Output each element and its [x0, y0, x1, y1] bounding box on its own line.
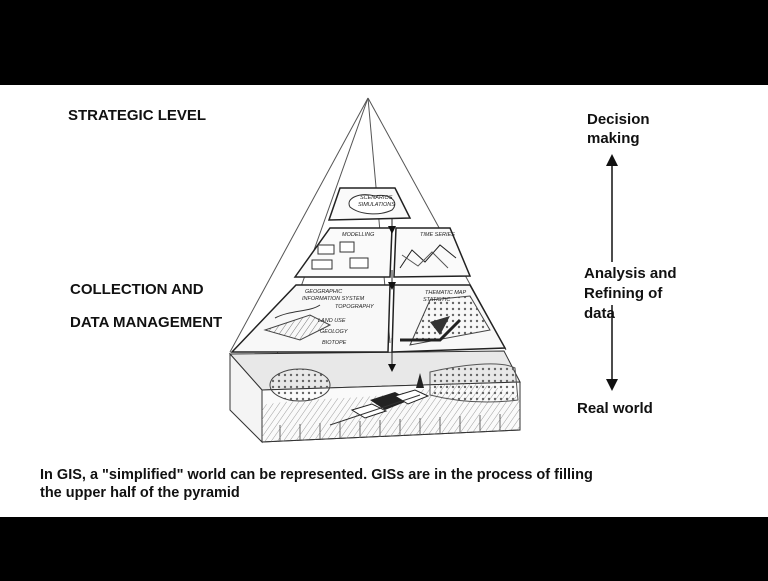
real-world-block [228, 350, 521, 444]
analysis-label-line3: data [584, 305, 615, 322]
thematic-map-text: THEMATIC MAP [425, 290, 466, 296]
decision-label-line2: making [587, 130, 640, 147]
biotope-text: BIOTOPE [322, 340, 347, 346]
gis-pyramid-diagram: SCENARIOS SIMULATIONS MODELLING TIME SER… [228, 97, 618, 444]
modelling-text: MODELLING [342, 232, 375, 238]
caption: In GIS, a "simplified" world can be repr… [40, 466, 740, 502]
analysis-label-line1: Analysis and [584, 265, 677, 282]
strategic-level-label: STRATEGIC LEVEL [68, 107, 207, 124]
gis-level-panels [230, 284, 507, 353]
collection-label-line2: DATA MANAGEMENT [70, 314, 223, 331]
statistic-text: STATISTIC [423, 297, 450, 303]
analysis-label-line2: Refining of [584, 285, 663, 302]
collection-label-line1: COLLECTION AND [70, 281, 204, 298]
decision-label-line1: Decision [587, 111, 650, 128]
top-letterbox-bar [0, 0, 768, 85]
land-use-text: LAND USE [318, 318, 346, 324]
gis-text-line1: GEOGRAPHIC [305, 289, 342, 295]
topography-text: TOPOGRAPHY [335, 304, 374, 310]
real-world-label: Real world [577, 400, 653, 417]
caption-line2: the upper half of the pyramid [40, 485, 240, 501]
gis-text-line2: INFORMATION SYSTEM [302, 296, 365, 302]
time-series-text: TIME SERIES [420, 232, 455, 238]
bottom-letterbox-bar [0, 517, 768, 581]
panel-labels: SCENARIOS SIMULATIONS MODELLING TIME SER… [302, 195, 466, 346]
scenarios-text: SCENARIOS [360, 195, 393, 201]
geology-text: GEOLOGY [320, 329, 348, 335]
caption-line1: In GIS, a "simplified" world can be repr… [40, 467, 593, 483]
strategic-level-panel [327, 187, 412, 221]
simulations-text: SIMULATIONS [358, 202, 395, 208]
